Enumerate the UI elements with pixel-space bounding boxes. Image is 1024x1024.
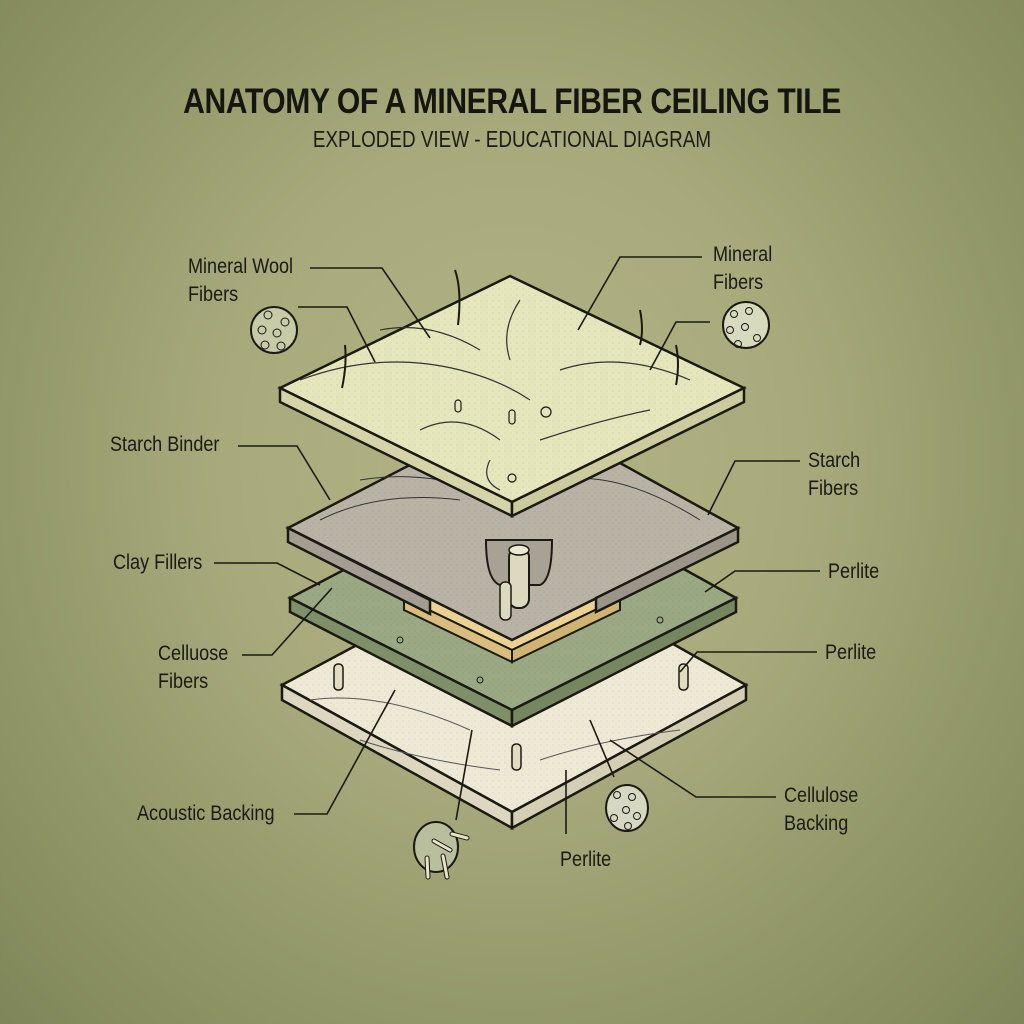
label-clay-fillers: Clay Fillers (113, 551, 203, 574)
diagram-subtitle: EXPLODED VIEW - EDUCATIONAL DIAGRAM (312, 126, 712, 152)
leader-lines (214, 256, 820, 834)
label-line: Mineral (713, 243, 773, 266)
label-mineral-wool-fibers: Mineral Wool Fibers (188, 253, 293, 309)
label-line: Backing (784, 812, 849, 835)
label-starch-fibers: Starch Fibers (808, 447, 860, 503)
diagram-title: ANATOMY OF A MINERAL FIBER CEILING TILE (183, 82, 841, 121)
label-line: Mineral Wool (188, 255, 294, 278)
label-mineral-fibers: Mineral Fibers (713, 241, 772, 297)
label-starch-binder: Starch Binder (110, 433, 220, 456)
label-line: Fibers (188, 283, 239, 306)
label-cellulose-backing: Cellulose Backing (784, 782, 858, 838)
mineral-fibers-magnifier (722, 301, 770, 349)
label-celluose-fibers: Celluose Fibers (158, 640, 228, 696)
label-line: Starch (808, 449, 861, 472)
mineral-wool-magnifier (250, 306, 298, 354)
cellulose-backing-magnifier (605, 784, 649, 832)
label-perlite-3: Perlite (560, 848, 612, 871)
acoustic-backing-magnifier (413, 821, 470, 880)
label-acoustic-backing: Acoustic Backing (137, 802, 275, 825)
label-line: Fibers (158, 670, 209, 693)
label-line: Celluose (158, 642, 229, 665)
label-perlite-2: Perlite (825, 641, 877, 664)
starch-binder-layer (285, 406, 741, 642)
label-perlite-1: Perlite (828, 560, 880, 583)
label-line: Cellulose (784, 784, 859, 807)
label-line: Fibers (808, 477, 859, 500)
label-line: Fibers (713, 271, 764, 294)
top-mineral-fiber-layer (277, 269, 747, 519)
